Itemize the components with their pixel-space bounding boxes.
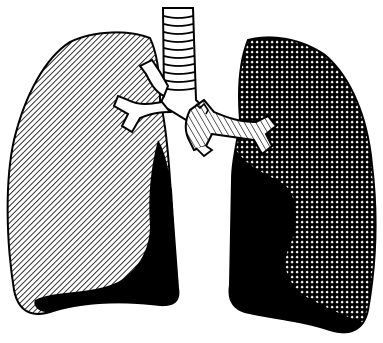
left-lung bbox=[230, 37, 376, 333]
trachea bbox=[160, 8, 204, 120]
